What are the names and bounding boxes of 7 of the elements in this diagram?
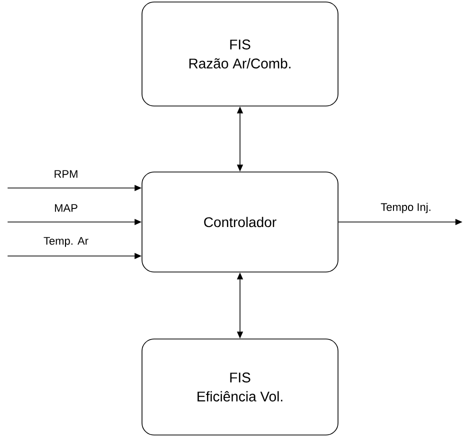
process-box: Controlador bbox=[142, 172, 338, 272]
process-box: FIS Razão Ar/Comb. bbox=[142, 2, 338, 106]
edge-label: RPM bbox=[54, 170, 78, 178]
edge-label: Temp. Ar bbox=[44, 237, 88, 247]
process-box: FIS Eficiência Vol. bbox=[142, 338, 338, 436]
edge-label: Tempo Inj. bbox=[380, 202, 430, 214]
edge-label: MAP bbox=[55, 204, 78, 212]
